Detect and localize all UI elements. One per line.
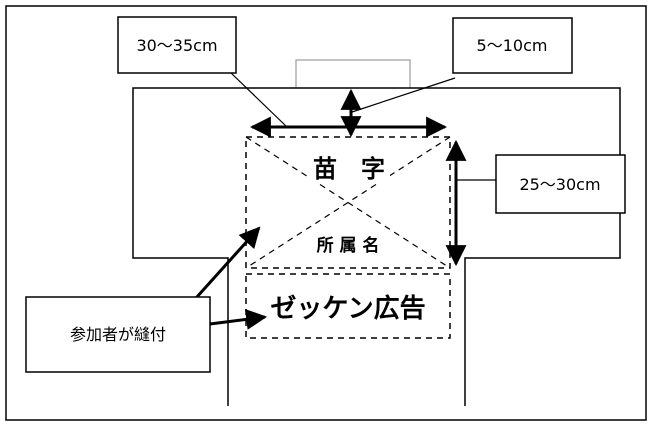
width-label-box [117,16,237,74]
surname-text: 苗 字 [313,155,385,183]
width-range-text: 30～35cm [136,36,217,55]
width-leader-line [229,71,288,128]
ad-text: ゼッケン広告 [270,293,425,324]
sewn-arrow-to-ad [209,308,268,330]
gap-label-box [452,17,573,74]
sewn-by-label-box [25,296,211,373]
ad-area [245,273,451,339]
height-label-box [495,154,626,214]
sewn-arrow-to-bib [194,226,261,300]
affiliation-label-bg [302,231,394,257]
collar-tab [295,59,411,89]
gap-range-text: 5～10cm [477,36,548,55]
sewn-by-text: 参加者が縫付 [70,325,166,344]
surname-label-bg [308,151,390,183]
gap-leader-line [351,77,456,113]
shirt-outline [132,87,621,406]
affiliation-text: 所 属 名 [317,235,380,256]
outer-frame [5,5,647,421]
height-range-text: 25～30cm [519,175,600,194]
